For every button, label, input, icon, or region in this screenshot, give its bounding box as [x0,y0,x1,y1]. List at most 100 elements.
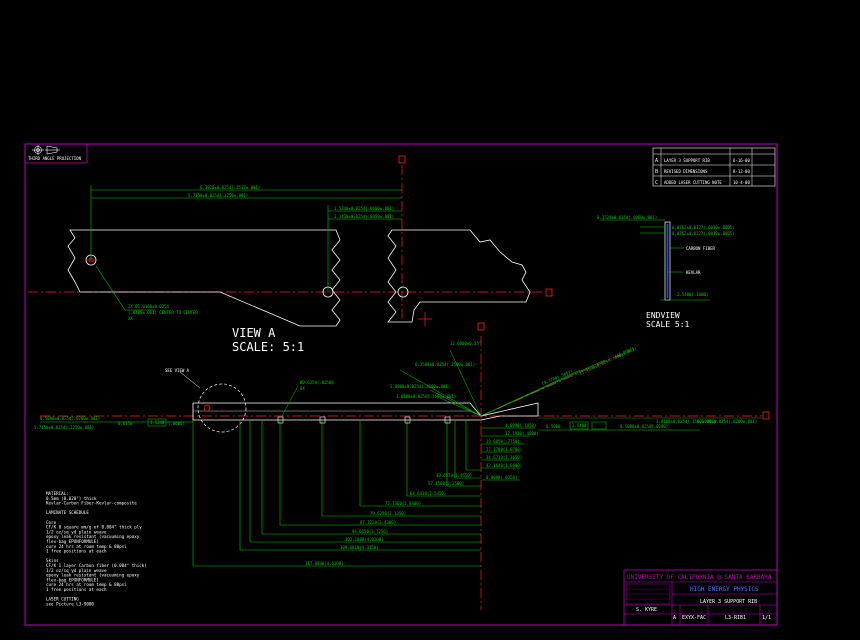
rev-zone-a: A [655,158,658,164]
vdim-5: 87.1220(3.4300) [360,520,396,525]
side-mid-right: 0.5080±0.0254(.0200) [620,424,668,429]
see-view-a-label: SEE VIEW A [165,368,190,373]
endview: 0.1524±0.0254(.0060±.001) 0.0762±0.0127(… [597,215,735,329]
side-hole-left [203,404,211,412]
endview-dim-3: 0.0762±0.0127(.0030±.0005) [672,231,735,236]
title-size: A [673,615,676,621]
endview-scale: SCALE 5:1 [646,320,690,329]
note-line: flex-bag EPONFORMULE) [46,539,99,544]
endview-title: ENDVIEW [646,311,680,320]
note-line: cure 24 hrs at room temp & 80psi [46,582,127,587]
vdim-14: 19.6850(.7750) [486,439,520,444]
view-a-scale: SCALE: 5:1 [232,340,304,354]
side-top-a: 6.3500±0.0254(.2500±.001) [415,362,475,367]
title-dept: HIGH ENERGY PHYSICS [690,586,759,593]
note-line: LASER CUTTING [46,597,79,602]
endview-carbon-label: CARBON FIBER [686,246,715,251]
side-angle-1: 12.0000±0.25° [450,341,481,346]
centerline-marker-top [398,155,406,164]
title-org: UNIVERSITY OF CALIFORNIA @ SANTA BARBARA [627,574,772,581]
note-line: CF/K 0 square mm/g of 0.004" thick ply [46,525,142,530]
third-angle-projection-icon [32,145,60,155]
note-line: 1/2 oz/sq yd plain weave [46,568,107,573]
side-mid-box [569,421,589,430]
view-a-outline-left [67,229,341,327]
title-sheet: 1/1 [762,615,771,621]
side-hole-dim: Ø0.6350(.0250) [300,380,334,385]
note-line: LAMINATE SCHEDULE [46,510,89,515]
note-line: 1 free positions at each [46,587,107,592]
note-line: cure 24 hrs at room temp & 80psi [46,544,127,549]
hole-note-1: 2X Ø1.0160±0.0254 [128,304,170,309]
view-a-dim-4: 1.1430±0.0254(.0450±.001) [334,214,394,219]
vdim-1: 117.0940(4.6100) [305,561,344,566]
rev-date-a: 6-16-00 [733,158,750,163]
note-line: MATERIAL: [46,491,69,496]
rev-date-c: 10-4-00 [733,180,750,185]
side-right-dim-1: 3.8100±0.0254(.1500±.001) [656,419,716,424]
vdim-13: 27.1780(1.0700) [486,447,522,452]
note-line: 0.5mm (0.020") thick [46,496,97,501]
rev-desc-a: LAYER 3 SUPPORT RIB [664,158,710,163]
view-a-dim-1: 6.3920±0.0254(.2517±.001) [200,185,260,190]
revision-table: A LAYER 3 SUPPORT RIB 6-16-00 B REVISED … [652,147,776,187]
vdim-15: 12.1920(.4800) [505,431,539,436]
view-a-outline-right [387,229,531,323]
note-line: flex-bag EPONFORMULE) [46,577,99,582]
endview-dim-bottom: 2.5400(.1000) [677,292,708,297]
note-line: Core [46,520,57,525]
note-line: 1/2 oz/sq yd plain weave [46,529,107,534]
vdim-3: 102.1080(4.0200) [345,537,384,542]
endview-dim-2: 0.0762±0.0127(.0030±.0005) [672,225,735,230]
view-a: 6.3920±0.0254(.2517±.001) 5.7150±0.0254(… [28,155,553,354]
vdim-7: 72.1360(2.8400) [385,501,421,506]
note-line: epoxy leak resistant (vacuuming epoxy [46,534,140,539]
side-marker-right [762,411,770,420]
vdim-16: 4.6990(.1850) [505,423,536,428]
vdim-4: 94.6150(3.7250) [352,529,388,534]
projection-label: THIRD ANGLE PROJECTION [28,156,82,161]
side-hole-x: 8X [300,386,305,391]
vdim-6: 79.6290(3.1350) [370,511,406,516]
notes-block: MATERIAL:0.5mm (0.020") thickKevlar-Carb… [46,491,147,606]
view-a-dim-3: 1.5240±0.0254(.0600±.001) [334,206,394,211]
rev-date-b: 8-12-00 [733,169,750,174]
vdim-9: 57.1500(2.2500) [428,481,464,486]
vdim-2: 109.6010(4.3150) [340,545,379,550]
side-top-b: 5.0800±0.0254(.2000±.001) [390,384,450,389]
note-line: Skins [46,558,59,563]
side-left-dim-2: 5.7150±0.0254(.2250±.001) [34,425,94,430]
endview-dim-top: 0.1524±0.0254(.0060±.001) [597,215,657,220]
rev-zone-c: C [655,180,658,186]
side-post-group [192,420,467,566]
title-block: UNIVERSITY OF CALIFORNIA @ SANTA BARBARA… [623,569,778,626]
side-rib-outline [192,402,539,421]
title-drawn-by: S. KYRE [636,607,657,613]
projection-block: THIRD ANGLE PROJECTION [24,143,88,164]
rev-desc-c: ADDED LASER CUTTING NOTE [664,180,722,185]
endview-kevlar-label: KEVLAR [686,270,701,275]
vdim-10: 49.6570(1.9550) [436,473,472,478]
view-a-title: VIEW A [232,326,276,340]
vdim-8: 64.6430(2.5450) [410,491,446,496]
side-top-c: 3.8100±0.0254(.1500±.001) [396,394,456,399]
note-line: see Picture L3-9000 [46,601,94,606]
side-mid-left: 0.5080 [546,424,561,429]
vdim-12: 34.6710(1.3650) [486,455,522,460]
side-box-1 [147,418,167,427]
vdim-11: 42.1640(1.6600) [486,463,522,468]
side-box-1-text: 1.5240 [150,420,165,425]
side-dim-short: 0.6350 [118,421,133,426]
hole-note-3: XX [128,316,133,321]
rev-zone-b: B [655,169,658,175]
title-drawing-title: LAYER 3 SUPPORT RIB [700,599,757,605]
hole-3 [397,286,409,298]
vdim-17: 0.8890(.0350) [486,475,517,480]
note-line: 1 free positions at each [46,549,107,554]
side-mid-box-text: 2.5400 [572,423,587,428]
hole-note-2: (.0400±.001) CENTER TO CENTER [128,310,198,315]
side-box-2-text: (.0600) [168,421,185,426]
title-file: EXYX-FAC [682,615,706,621]
title-dwg-no: L3-RIB1 [725,615,746,621]
